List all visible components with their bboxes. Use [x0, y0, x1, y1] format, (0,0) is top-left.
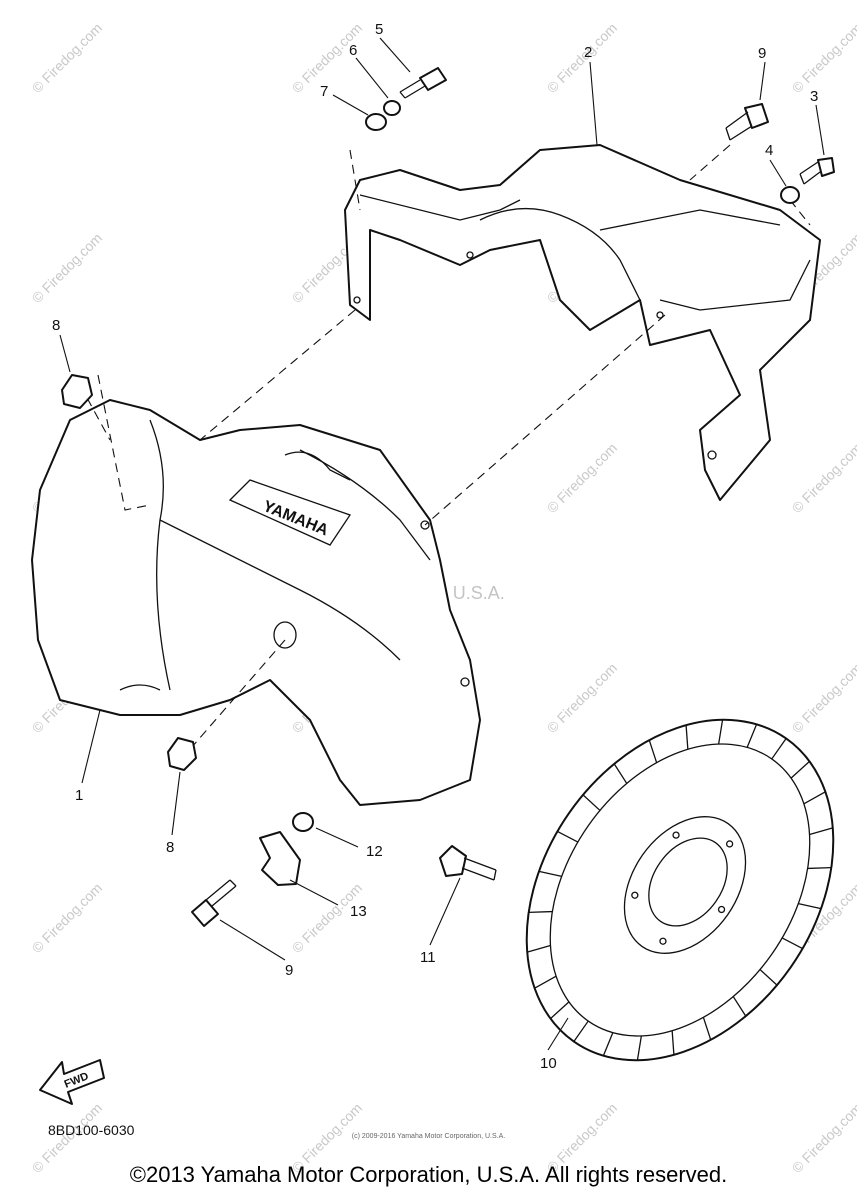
fan-fin	[803, 791, 826, 805]
upper-cover-part	[344, 144, 821, 501]
callout-labels: 1 2 3 4 5 6 7 8 8 9 9 10 11 12 13	[52, 21, 818, 1072]
callout-12: 12	[366, 843, 383, 860]
callout-10: 10	[540, 1055, 557, 1072]
fan-fin	[717, 719, 724, 745]
fan-fins	[527, 719, 833, 1061]
washer-4	[780, 186, 800, 204]
fan-fin	[648, 739, 658, 763]
clamp-13	[259, 831, 301, 886]
fan-fin	[702, 1017, 712, 1041]
fan-fin	[613, 763, 628, 784]
fan-fin	[809, 827, 833, 836]
callout-5: 5	[375, 21, 383, 38]
bolt-hole	[659, 937, 667, 945]
fan-fin	[781, 937, 803, 950]
fan-fin	[732, 996, 747, 1017]
bolt-9-upper	[725, 103, 769, 141]
bolt-3	[799, 157, 835, 185]
fan-fin	[759, 969, 778, 986]
fan-fin	[790, 760, 810, 779]
callout-9-lower: 9	[285, 962, 293, 979]
fan-fin	[771, 738, 787, 760]
bolt-5	[399, 67, 447, 99]
callout-1: 1	[75, 787, 83, 804]
callout-13: 13	[350, 903, 367, 920]
fan-fin	[557, 830, 579, 843]
callout-6: 6	[349, 42, 357, 59]
fan-fin	[807, 866, 832, 870]
washer-7	[365, 113, 387, 131]
bolt-hole	[631, 891, 639, 899]
main-cover-part: YAMAHA	[31, 399, 481, 806]
hardware-parts	[61, 67, 835, 927]
bolt-hole	[717, 905, 726, 914]
callout-8-lower: 8	[166, 839, 174, 856]
washer-6	[383, 100, 401, 116]
copyright-notice: ©2013 Yamaha Motor Corporation, U.S.A. A…	[129, 1162, 728, 1187]
bolt-11	[439, 845, 497, 881]
callout-11: 11	[420, 949, 436, 966]
fan-fin	[636, 1035, 643, 1061]
callout-2: 2	[584, 44, 592, 61]
small-print: (c) 2009-2016 Yamaha Motor Corporation, …	[351, 1133, 506, 1140]
assembly-lines	[79, 144, 811, 756]
fwd-arrow-icon: FWD	[39, 1059, 105, 1105]
leader-lines	[59, 37, 825, 1051]
fan-fin	[550, 1001, 570, 1020]
nut-8-upper	[61, 374, 93, 409]
diagram-code: 8BD100-6030	[48, 1122, 135, 1138]
fan-fin	[671, 1030, 675, 1055]
fan-fin	[746, 724, 758, 748]
fan-fin	[582, 794, 601, 811]
nut-8-lower	[167, 737, 197, 771]
bolt-hole	[725, 840, 734, 848]
fan-fin	[527, 944, 551, 953]
callout-9-upper: 9	[758, 45, 766, 62]
fan-fin	[798, 902, 822, 910]
fan-fin	[573, 1020, 589, 1042]
callout-4: 4	[765, 142, 773, 159]
bolt-9-lower	[191, 879, 237, 927]
bolt-hole	[672, 831, 680, 839]
callout-7: 7	[320, 83, 328, 100]
grommet-12	[292, 812, 314, 832]
fan-fin	[685, 725, 689, 750]
flywheel-fan-part	[525, 718, 835, 1062]
callout-8-upper: 8	[52, 317, 60, 334]
fan-fin	[534, 975, 557, 989]
callout-3: 3	[810, 88, 818, 105]
fan-fin	[538, 870, 562, 878]
fan-fin	[602, 1032, 614, 1056]
fan-fin	[528, 910, 553, 914]
